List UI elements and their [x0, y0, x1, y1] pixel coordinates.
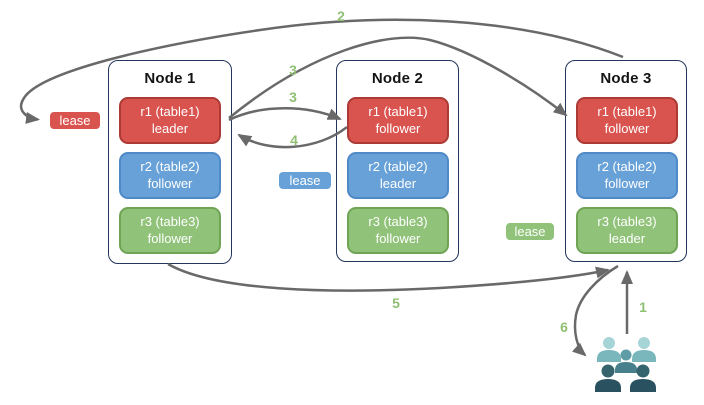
- node-2-replica-r3: r3 (table3) follower: [347, 207, 449, 254]
- lease-badge-table2: lease: [278, 171, 332, 190]
- replica-role: leader: [379, 175, 417, 191]
- step-label-2: 2: [337, 8, 345, 24]
- replica-role: follower: [375, 120, 421, 136]
- step-label-5: 5: [392, 295, 400, 311]
- node-1-replica-r2: r2 (table2) follower: [119, 152, 221, 199]
- node-2: Node 2 r1 (table1) follower r2 (table2) …: [336, 60, 459, 262]
- lease-badge-table3: lease: [505, 222, 555, 241]
- step-label-3b: 3: [289, 89, 297, 105]
- node-3-replica-r2: r2 (table2) follower: [576, 152, 678, 199]
- replica-label: r1 (table1): [140, 103, 200, 119]
- node-1-replica-r3: r3 (table3) follower: [119, 207, 221, 254]
- step-label-3a: 3: [289, 62, 297, 78]
- node-2-title: Node 2: [371, 70, 424, 87]
- replica-label: r1 (table1): [368, 103, 428, 119]
- node-1-title: Node 1: [144, 70, 196, 87]
- replica-role: follower: [604, 175, 650, 191]
- node-2-replica-r1: r1 (table1) follower: [347, 97, 449, 144]
- replica-role: leader: [608, 230, 646, 246]
- step-label-6: 6: [560, 319, 568, 335]
- replica-label: r3 (table3): [368, 213, 428, 229]
- arrow-step-5: [167, 262, 610, 292]
- arrow-step-6: [572, 264, 619, 357]
- node-3: Node 3 r1 (table1) follower r2 (table2) …: [565, 60, 687, 262]
- node-1-replica-r1: r1 (table1) leader: [119, 97, 221, 144]
- replica-role: follower: [375, 230, 421, 246]
- replica-role: follower: [147, 230, 193, 246]
- node-3-title: Node 3: [600, 70, 652, 87]
- node-1: Node 1 r1 (table1) leader r2 (table2) fo…: [108, 60, 232, 264]
- step-label-1: 1: [639, 299, 647, 315]
- node-3-replica-r1: r1 (table1) follower: [576, 97, 678, 144]
- replica-role: leader: [151, 120, 189, 136]
- replica-label: r3 (table3): [140, 213, 200, 229]
- replica-role: follower: [147, 175, 193, 191]
- replica-label: r2 (table2): [368, 158, 428, 174]
- arrow-step-3-to-node2: [228, 107, 342, 122]
- replica-label: r2 (table2): [140, 158, 200, 174]
- replica-label: r1 (table1): [597, 103, 657, 119]
- lease-badge-table1: lease: [49, 111, 101, 130]
- node-2-replica-r2: r2 (table2) leader: [347, 152, 449, 199]
- node-3-replica-r3: r3 (table3) leader: [576, 207, 678, 254]
- users-group-icon: [595, 337, 656, 392]
- replica-label: r2 (table2): [597, 158, 657, 174]
- step-label-4: 4: [290, 132, 298, 148]
- replica-label: r3 (table3): [597, 213, 657, 229]
- replica-role: follower: [604, 120, 650, 136]
